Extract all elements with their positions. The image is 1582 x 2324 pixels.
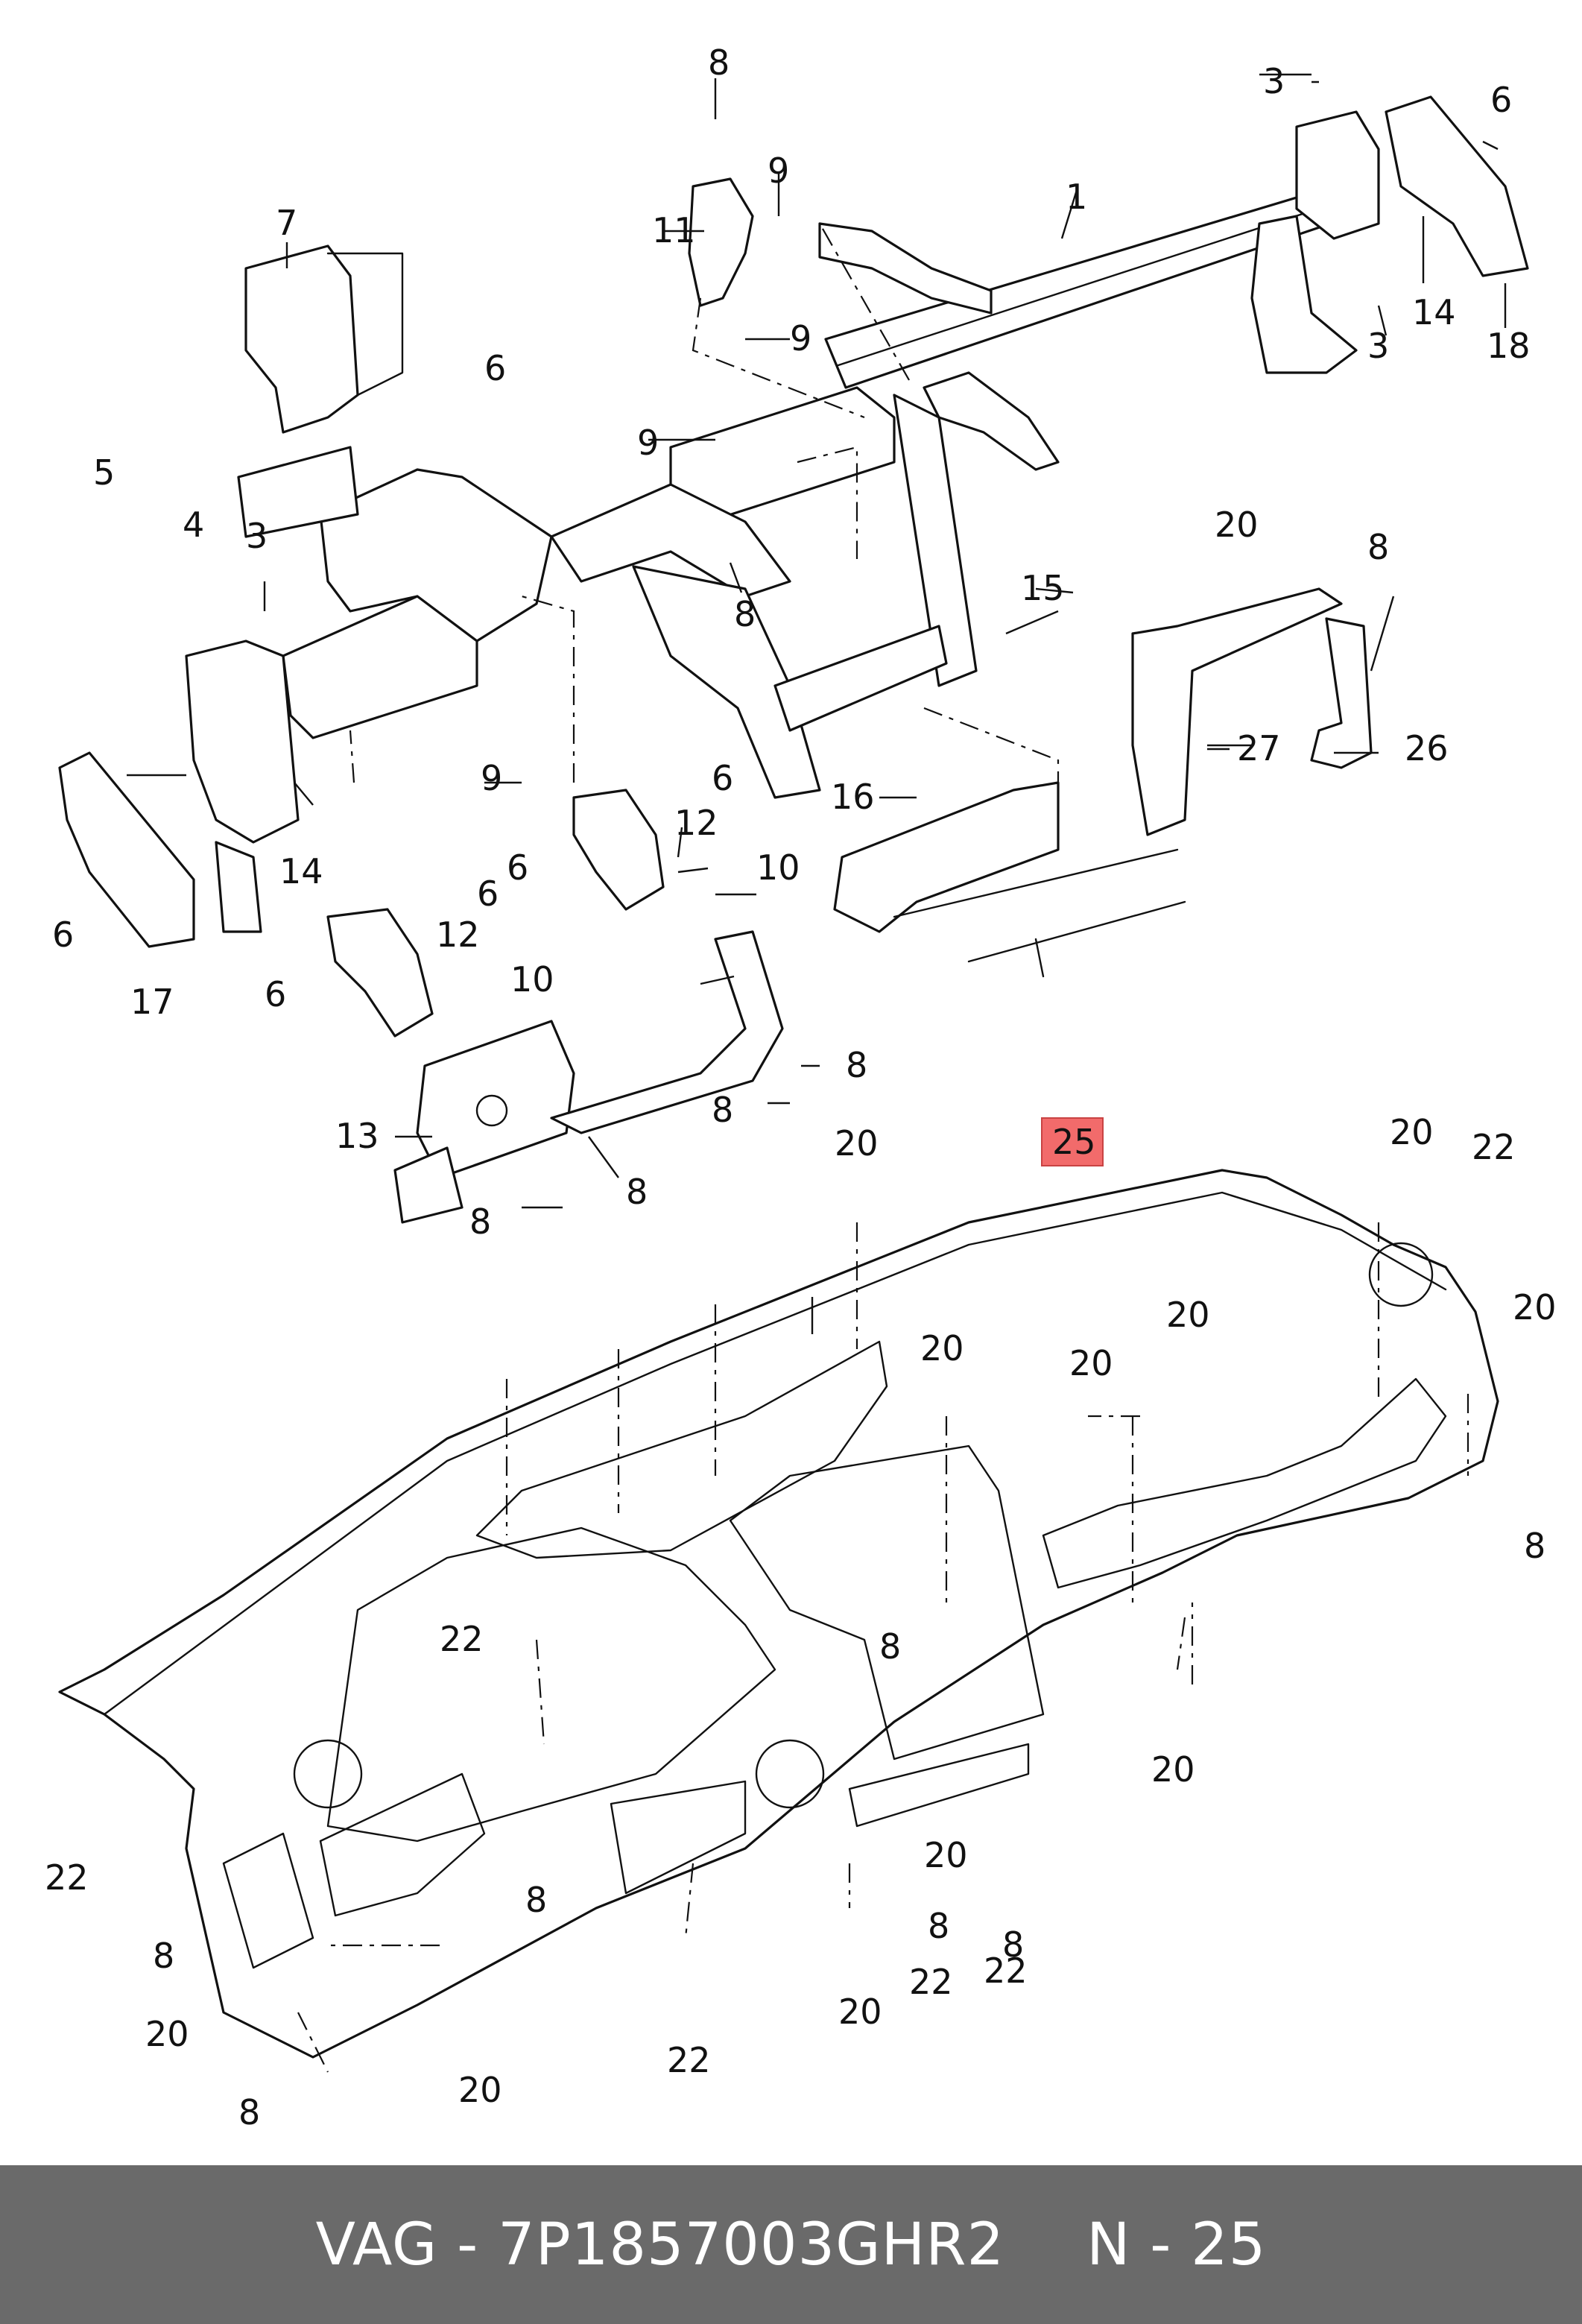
callout-20: 20 [458, 2070, 502, 2110]
callout-8: 8 [469, 1202, 491, 1242]
callout-3: 3 [246, 516, 268, 556]
exploded-parts-diagram: 1 3 3 3 4 5 6 6 6 6 6 6 6 7 8 8 8 8 8 8 … [45, 42, 1557, 2132]
callout-7: 7 [276, 203, 297, 243]
callout-9: 9 [768, 151, 789, 191]
callout-labels: 1 3 3 3 4 5 6 6 6 6 6 6 6 7 8 8 8 8 8 8 … [45, 42, 1557, 2132]
callout-8: 8 [712, 1090, 733, 1130]
callout-6: 6 [484, 348, 506, 388]
callout-6: 6 [712, 758, 733, 798]
callout-8: 8 [879, 1626, 901, 1667]
part-number-label: VAG - 7P1857003GHR2 [315, 2211, 1005, 2279]
callout-18: 18 [1487, 326, 1531, 366]
assembly-lines [297, 223, 1469, 2073]
callout-3: 3 [1263, 61, 1285, 101]
callout-10: 10 [510, 959, 554, 1000]
leader-lines [127, 73, 1507, 1334]
callout-8: 8 [846, 1045, 867, 1085]
callout-8: 8 [708, 42, 730, 83]
callout-8: 8 [525, 1880, 547, 1920]
callout-15: 15 [1021, 568, 1065, 608]
callout-20: 20 [1166, 1295, 1210, 1335]
callout-13: 13 [335, 1116, 379, 1156]
callout-8: 8 [1367, 527, 1389, 567]
callout-22: 22 [984, 1951, 1028, 1991]
callout-20: 20 [1215, 505, 1259, 545]
callout-22: 22 [909, 1962, 953, 2002]
callout-6: 6 [1490, 80, 1512, 120]
callout-9: 9 [481, 758, 502, 798]
callout-20: 20 [920, 1328, 964, 1368]
callout-6: 6 [507, 847, 528, 888]
callout-20: 20 [924, 1835, 968, 1875]
callout-9: 9 [637, 423, 659, 463]
callout-14: 14 [1412, 292, 1456, 332]
knee-bolster-brackets [326, 789, 784, 1224]
callout-11: 11 [652, 210, 696, 250]
bracket-parts [244, 177, 1373, 836]
cross-car-beam [58, 95, 1529, 948]
callout-8: 8 [1002, 1924, 1024, 1965]
callout-8: 8 [626, 1172, 648, 1212]
callout-17: 17 [130, 982, 174, 1022]
callout-4: 4 [183, 505, 204, 545]
callout-14: 14 [279, 851, 323, 891]
callout-25: 25 [1052, 1122, 1096, 1162]
callout-20: 20 [838, 1992, 882, 2032]
callout-20: 20 [1390, 1112, 1434, 1152]
diagram-position-label: N - 25 [1086, 2211, 1267, 2279]
callout-22: 22 [45, 1857, 89, 1898]
callout-20: 20 [835, 1123, 879, 1163]
callout-12: 12 [674, 803, 718, 843]
callout-16: 16 [831, 777, 875, 817]
callout-5: 5 [93, 452, 115, 493]
callout-8: 8 [153, 1936, 174, 1976]
callout-26: 26 [1405, 728, 1449, 768]
callout-20: 20 [1151, 1749, 1195, 1790]
callout-22: 22 [440, 1619, 484, 1659]
console-bracket [833, 781, 1186, 978]
callout-8: 8 [734, 594, 756, 634]
callout-3: 3 [1367, 326, 1389, 366]
callout-9: 9 [790, 318, 811, 359]
callout-20: 20 [1069, 1343, 1113, 1383]
dashboard-panel [58, 1169, 1499, 2059]
callout-8: 8 [928, 1906, 949, 1946]
callout-12: 12 [436, 915, 480, 955]
callout-22: 22 [1472, 1127, 1516, 1167]
callout-27: 27 [1237, 728, 1281, 768]
callout-8: 8 [1524, 1526, 1545, 1566]
callout-6: 6 [265, 974, 286, 1014]
callout-6: 6 [477, 874, 499, 914]
callout-1: 1 [1066, 177, 1087, 217]
part-number-footer: VAG - 7P1857003GHR2 N - 25 [0, 2165, 1582, 2324]
callout-8: 8 [238, 2092, 260, 2132]
highlight-box-25 [1041, 1117, 1104, 1166]
callout-10: 10 [756, 847, 800, 888]
callout-20: 20 [1513, 1287, 1557, 1327]
callout-6: 6 [52, 915, 74, 955]
callout-22: 22 [667, 2040, 711, 2080]
callout-20: 20 [145, 2014, 189, 2054]
